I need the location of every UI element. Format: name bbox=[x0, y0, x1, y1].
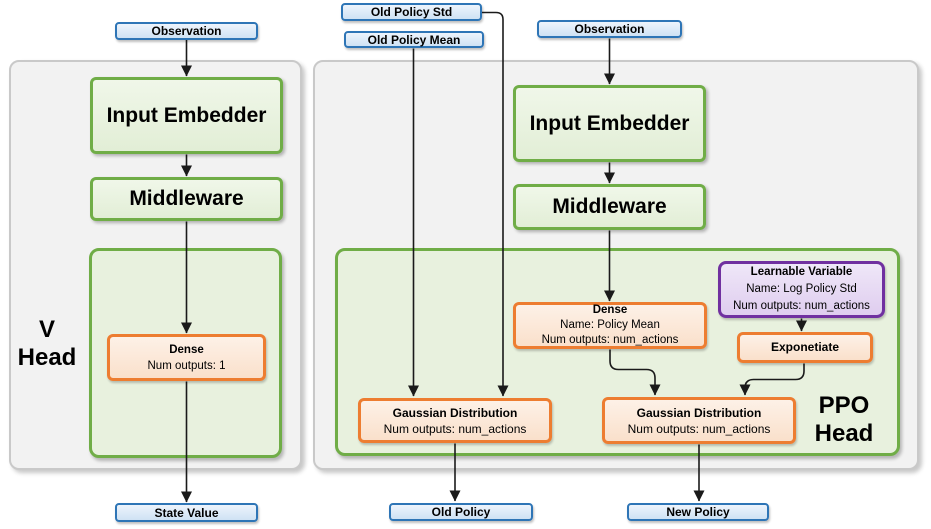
observation-node-v: Observation bbox=[115, 22, 258, 40]
learnable-variable-title: Learnable Variable bbox=[750, 266, 853, 278]
middleware-node-ppo: Middleware bbox=[513, 184, 706, 230]
old-policy-std-node: Old Policy Std bbox=[341, 3, 482, 21]
gaussian-distribution-old-node: Gaussian Distribution Num outputs: num_a… bbox=[358, 398, 552, 443]
old-policy-output-label: Old Policy bbox=[431, 505, 491, 519]
observation-label-v: Observation bbox=[151, 24, 222, 38]
input-embedder-node-ppo: Input Embedder bbox=[513, 85, 706, 162]
exponetiate-label: Exponetiate bbox=[770, 340, 839, 354]
old-policy-std-label: Old Policy Std bbox=[370, 5, 453, 19]
observation-label-ppo: Observation bbox=[574, 22, 645, 36]
exponetiate-node: Exponetiate bbox=[737, 332, 873, 363]
ppo-head-label-line2: Head bbox=[814, 420, 874, 447]
learnable-variable-node: Learnable Variable Name: Log Policy Std … bbox=[718, 261, 885, 318]
dense-node-ppo: Dense Name: Policy Mean Num outputs: num… bbox=[513, 302, 707, 349]
dense-outputs-ppo: Num outputs: num_actions bbox=[541, 334, 679, 346]
middleware-label-ppo: Middleware bbox=[552, 195, 667, 218]
learnable-variable-name: Name: Log Policy Std bbox=[746, 283, 857, 295]
middleware-label-v: Middleware bbox=[129, 187, 244, 210]
state-value-label: State Value bbox=[154, 505, 219, 520]
ppo-head-label-line1: PPO bbox=[818, 392, 870, 419]
v-head-label: V Head bbox=[10, 316, 84, 372]
gaussian-old-title: Gaussian Distribution bbox=[392, 405, 518, 420]
old-policy-output-node: Old Policy bbox=[389, 503, 533, 521]
dense-title-ppo: Dense bbox=[592, 304, 628, 316]
new-policy-output-label: New Policy bbox=[666, 505, 730, 519]
gaussian-new-outputs: Num outputs: num_actions bbox=[627, 421, 771, 436]
middleware-node-v: Middleware bbox=[90, 177, 283, 221]
dense-name-ppo: Name: Policy Mean bbox=[560, 319, 660, 331]
old-policy-mean-node: Old Policy Mean bbox=[344, 31, 484, 48]
input-embedder-label-v: Input Embedder bbox=[106, 103, 267, 127]
input-embedder-label-ppo: Input Embedder bbox=[529, 111, 690, 135]
v-head-label-line2: Head bbox=[17, 344, 77, 371]
new-policy-output-node: New Policy bbox=[627, 503, 769, 521]
gaussian-distribution-new-node: Gaussian Distribution Num outputs: num_a… bbox=[602, 397, 796, 444]
dense-title-v: Dense bbox=[169, 343, 204, 356]
gaussian-new-title: Gaussian Distribution bbox=[636, 405, 762, 420]
dense-outputs-v: Num outputs: 1 bbox=[147, 359, 226, 372]
gaussian-old-outputs: Num outputs: num_actions bbox=[383, 421, 527, 436]
old-policy-mean-label: Old Policy Mean bbox=[367, 32, 461, 47]
v-head-label-line1: V bbox=[38, 316, 55, 343]
observation-node-ppo: Observation bbox=[537, 20, 682, 38]
learnable-variable-outputs: Num outputs: num_actions bbox=[733, 300, 870, 312]
state-value-node: State Value bbox=[115, 503, 258, 522]
ppo-head-label: PPO Head bbox=[806, 392, 882, 448]
input-embedder-node-v: Input Embedder bbox=[90, 77, 283, 154]
dense-node-v: Dense Num outputs: 1 bbox=[107, 334, 266, 381]
